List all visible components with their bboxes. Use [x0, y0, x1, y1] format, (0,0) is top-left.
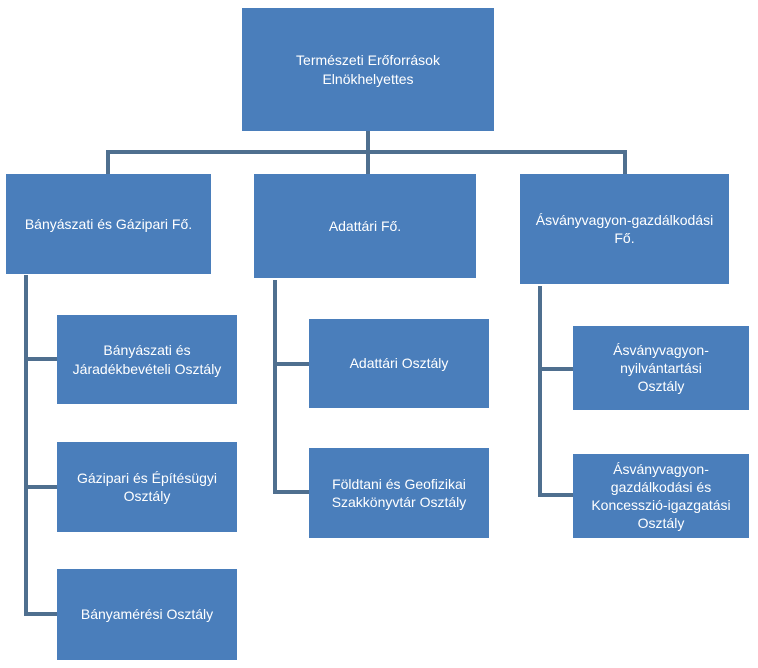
unit-label: Bányamérési Osztály	[80, 606, 214, 623]
department-label: Bányászati és Gázipari Fő.	[24, 215, 193, 232]
department-box-mining-gas: Bányászati és Gázipari Fő.	[6, 174, 211, 274]
unit-box: Ásványvagyon-nyilvántartási Osztály	[573, 326, 749, 410]
unit-box: Ásványvagyon-gazdálkodási és Koncesszió-…	[573, 454, 749, 538]
unit-box: Gázipari és Építésügyi Osztály	[57, 442, 237, 532]
department-label: Adattári Fő.	[328, 217, 402, 234]
unit-box: Bányászati és Járadékbevételi Osztály	[57, 315, 237, 404]
unit-label: Ásványvagyon-nyilvántartási Osztály	[613, 341, 709, 395]
department-box-archive: Adattári Fő.	[254, 174, 476, 278]
unit-box: Bányamérési Osztály	[57, 569, 237, 660]
unit-label: Földtani és Geofizikai Szakkönyvtár Oszt…	[331, 475, 467, 510]
root-label: Természeti Erőforrások Elnökhelyettes	[296, 52, 440, 87]
root-box: Természeti Erőforrások Elnökhelyettes	[242, 8, 494, 131]
unit-box: Adattári Osztály	[309, 319, 489, 408]
unit-label: Bányászati és Járadékbevételi Osztály	[72, 342, 222, 377]
department-label: Ásványvagyon-gazdálkodási Fő.	[535, 211, 714, 246]
unit-label: Adattári Osztály	[349, 355, 449, 372]
unit-label: Ásványvagyon-gazdálkodási és Koncesszió-…	[591, 460, 731, 532]
department-box-mineral-assets: Ásványvagyon-gazdálkodási Fő.	[520, 174, 729, 284]
unit-label: Gázipari és Építésügyi Osztály	[76, 469, 218, 504]
unit-box: Földtani és Geofizikai Szakkönyvtár Oszt…	[309, 448, 489, 538]
